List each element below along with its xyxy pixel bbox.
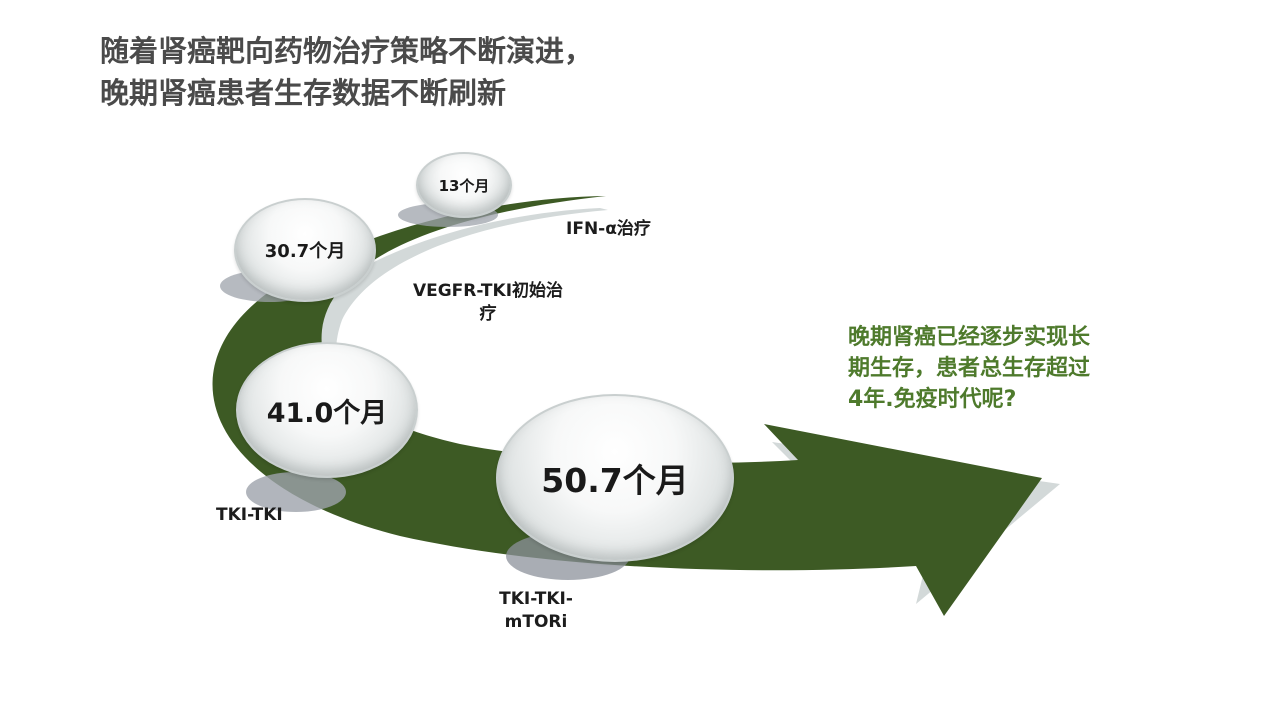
- label-tki-tki: TKI-TKI: [216, 505, 283, 525]
- bubble-13-value: 13个月: [438, 176, 490, 195]
- bubble-30-7-value: 30.7个月: [264, 241, 346, 262]
- slide-title: 随着肾癌靶向药物治疗策略不断演进， 晚期肾癌患者生存数据不断刷新: [100, 30, 593, 114]
- callout-line-1: 晚期肾癌已经逐步实现长: [848, 325, 1091, 350]
- bubble-41-0-months: 41.0个月: [236, 342, 418, 478]
- bubble-13-months: 13个月: [416, 152, 512, 218]
- label-tki-tki-mtori: TKI-TKI- mTORi: [484, 588, 588, 634]
- label-vegfr-tki-line-2: 疗: [479, 304, 497, 324]
- label-vegfr-tki-line-1: VEGFR-TKI初始治: [412, 281, 564, 301]
- survival-callout: 晚期肾癌已经逐步实现长 期生存，患者总生存超过 4年.免疫时代呢?: [848, 322, 1168, 415]
- bubble-shadow-410: [246, 472, 346, 512]
- label-ifn-therapy: IFN-α治疗: [566, 219, 651, 239]
- label-mtori-line-2: mTORi: [504, 612, 568, 632]
- label-vegfr-tki: VEGFR-TKI初始治 疗: [388, 280, 588, 326]
- title-line-2: 晚期肾癌患者生存数据不断刷新: [100, 76, 507, 110]
- arrow-body: [212, 196, 1043, 616]
- bubble-30-7-months: 30.7个月: [234, 198, 376, 302]
- bubble-50-7-value: 50.7个月: [541, 461, 689, 500]
- callout-line-3: 4年.免疫时代呢?: [848, 387, 1017, 412]
- bubble-41-0-value: 41.0个月: [266, 397, 388, 429]
- bubble-50-7-months: 50.7个月: [496, 394, 734, 562]
- label-mtori-line-1: TKI-TKI-: [499, 589, 573, 609]
- callout-line-2: 期生存，患者总生存超过: [848, 356, 1091, 381]
- title-line-1: 随着肾癌靶向药物治疗策略不断演进，: [100, 34, 594, 68]
